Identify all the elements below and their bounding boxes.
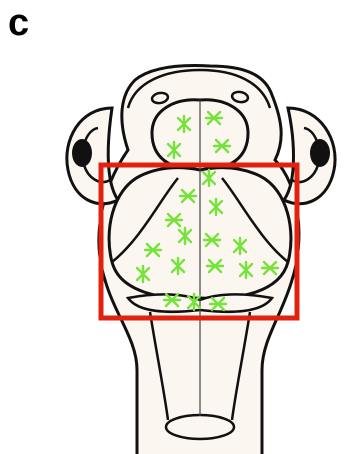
left-eye-pupil	[72, 139, 92, 167]
spinal-cord-end	[166, 415, 234, 439]
right-eye-pupil	[310, 139, 330, 167]
